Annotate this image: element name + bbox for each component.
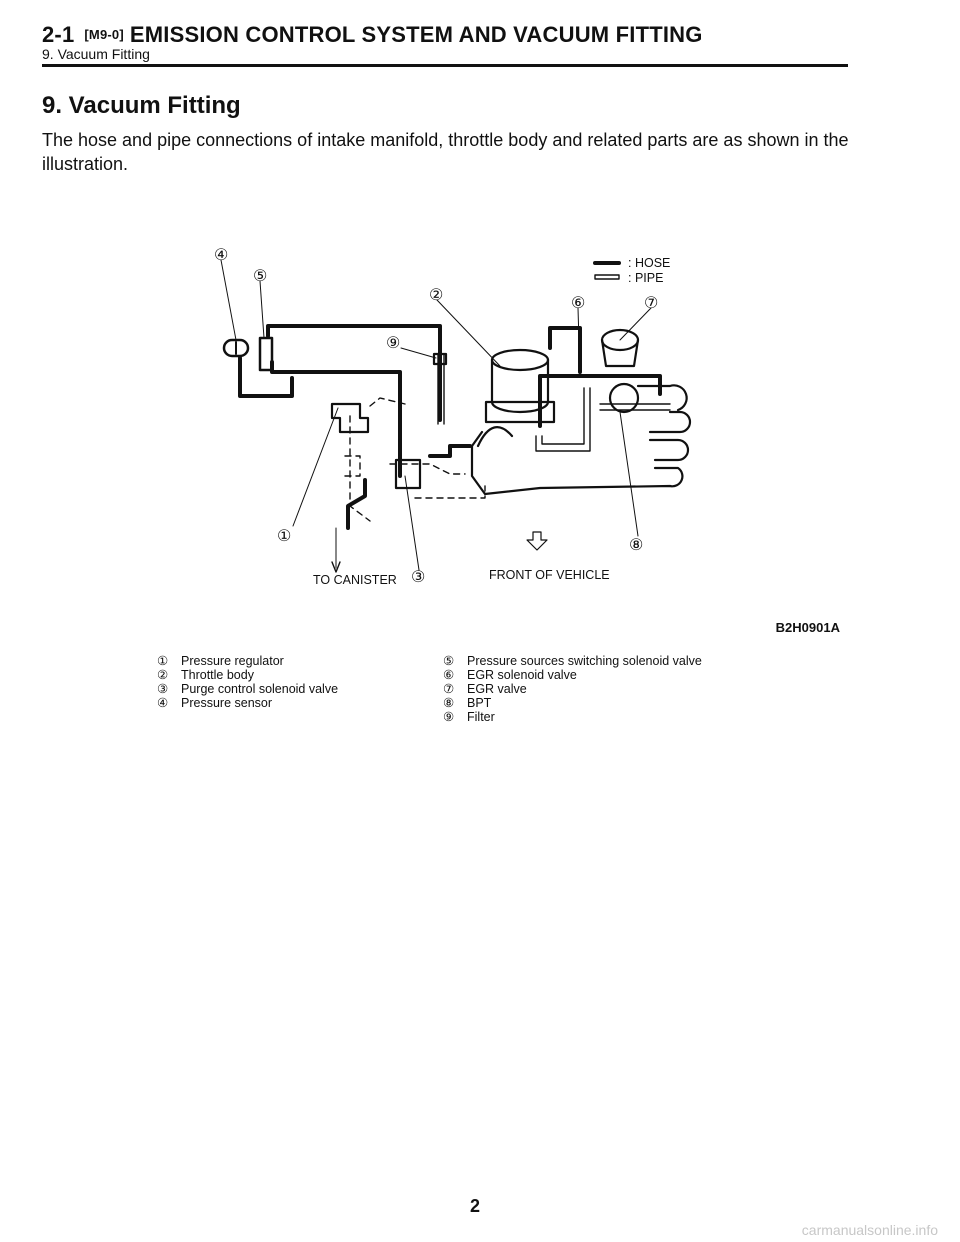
callout-6: ⑥ (571, 295, 585, 312)
canister-arrow (331, 561, 341, 573)
throttle-body-shape (484, 348, 556, 424)
legend-item: ② Throttle body (157, 668, 338, 682)
hose-lines (238, 324, 662, 530)
legend-num: ⑦ (443, 682, 455, 696)
hidden-lines (344, 397, 486, 522)
legend-label: Pressure sensor (181, 696, 273, 710)
footer-watermark[interactable]: carmanualsonline.info (801, 1222, 938, 1238)
legend-label: BPT (467, 696, 492, 710)
section-title: 9. Vacuum Fitting (42, 92, 241, 119)
front-of-vehicle-label: FRONT OF VEHICLE (489, 568, 610, 582)
legend-item: ⑨ Filter (443, 710, 702, 724)
header-subtitle: 9. Vacuum Fitting (42, 46, 150, 62)
header-title-line: 2-1 [M9-0] EMISSION CONTROL SYSTEM AND VAC… (42, 22, 848, 48)
legend-num: ⑥ (443, 668, 455, 682)
pipe-swatch (594, 274, 620, 280)
pressure-sensor-shape (222, 338, 250, 358)
legend-item: ④ Pressure sensor (157, 696, 338, 710)
legend-item: ⑤ Pressure sources switching solenoid val… (443, 654, 702, 668)
header-title: EMISSION CONTROL SYSTEM AND VACUUM FITTI… (129, 22, 703, 47)
intake-manifold-shape (470, 382, 692, 496)
callout-8: ⑧ (629, 537, 643, 554)
callout-9: ⑨ (386, 335, 400, 352)
page-header: 2-1 [M9-0] EMISSION CONTROL SYSTEM AND VAC… (42, 22, 848, 62)
legend-label: Throttle body (181, 668, 254, 682)
header-section-number: 2-1 (42, 22, 75, 47)
callout-7: ⑦ (644, 295, 658, 312)
purge-valve-shape (394, 458, 422, 490)
switching-valve-shape (258, 336, 274, 372)
legend-hose-label: : HOSE (628, 256, 670, 270)
vacuum-diagram: ④ ⑤ ② ⑥ ⑦ ⑨ ① ⑧ ③ : HOSE : PIPE TO CANIS… (214, 247, 692, 587)
callout-4: ④ (214, 247, 228, 264)
callout-2: ② (429, 287, 443, 304)
legend-label: EGR solenoid valve (467, 668, 577, 682)
header-rule (42, 64, 848, 67)
callout-1: ① (277, 528, 291, 545)
legend-item: ⑧ BPT (443, 696, 702, 710)
legend-label: Filter (467, 710, 495, 724)
intro-paragraph: The hose and pipe connections of intake … (42, 130, 849, 174)
to-canister-label: TO CANISTER (313, 573, 397, 587)
legend-label: EGR valve (467, 682, 527, 696)
header-code: [M9-0] (84, 27, 124, 42)
legend-label: Pressure sources switching solenoid valv… (467, 654, 702, 668)
parts-legend-left: ① Pressure regulator ② Throttle body ③ Purg… (157, 654, 338, 710)
legend-item: ③ Purge control solenoid valve (157, 682, 338, 696)
parts-legend-right: ⑤ Pressure sources switching solenoid val… (443, 654, 702, 724)
leader-lines (220, 259, 652, 571)
legend-item: ① Pressure regulator (157, 654, 338, 668)
figure-code: B2H0901A (775, 620, 840, 635)
legend-num: ⑤ (443, 654, 455, 668)
legend-pipe-label: : PIPE (628, 271, 663, 285)
legend-num: ④ (157, 696, 169, 710)
pipe-lines (437, 353, 671, 452)
legend-num: ② (157, 668, 169, 682)
page-number: 2 (470, 1196, 481, 1216)
legend-num: ③ (157, 682, 169, 696)
callout-3: ③ (411, 569, 425, 586)
legend-item: ⑥ EGR solenoid valve (443, 668, 702, 682)
callout-5: ⑤ (253, 268, 267, 285)
legend-item: ⑦ EGR valve (443, 682, 702, 696)
legend-num: ① (157, 654, 169, 668)
front-arrow-icon (526, 531, 548, 551)
legend-label: Pressure regulator (181, 654, 284, 668)
legend-num: ⑧ (443, 696, 455, 710)
callout-labels: ④ ⑤ ② ⑥ ⑦ ⑨ ① ⑧ ③ (214, 247, 658, 586)
egr-valve-shape (600, 328, 640, 368)
filter-shape (432, 352, 448, 366)
legend-label: Purge control solenoid valve (181, 682, 339, 696)
legend-num: ⑨ (443, 710, 455, 724)
